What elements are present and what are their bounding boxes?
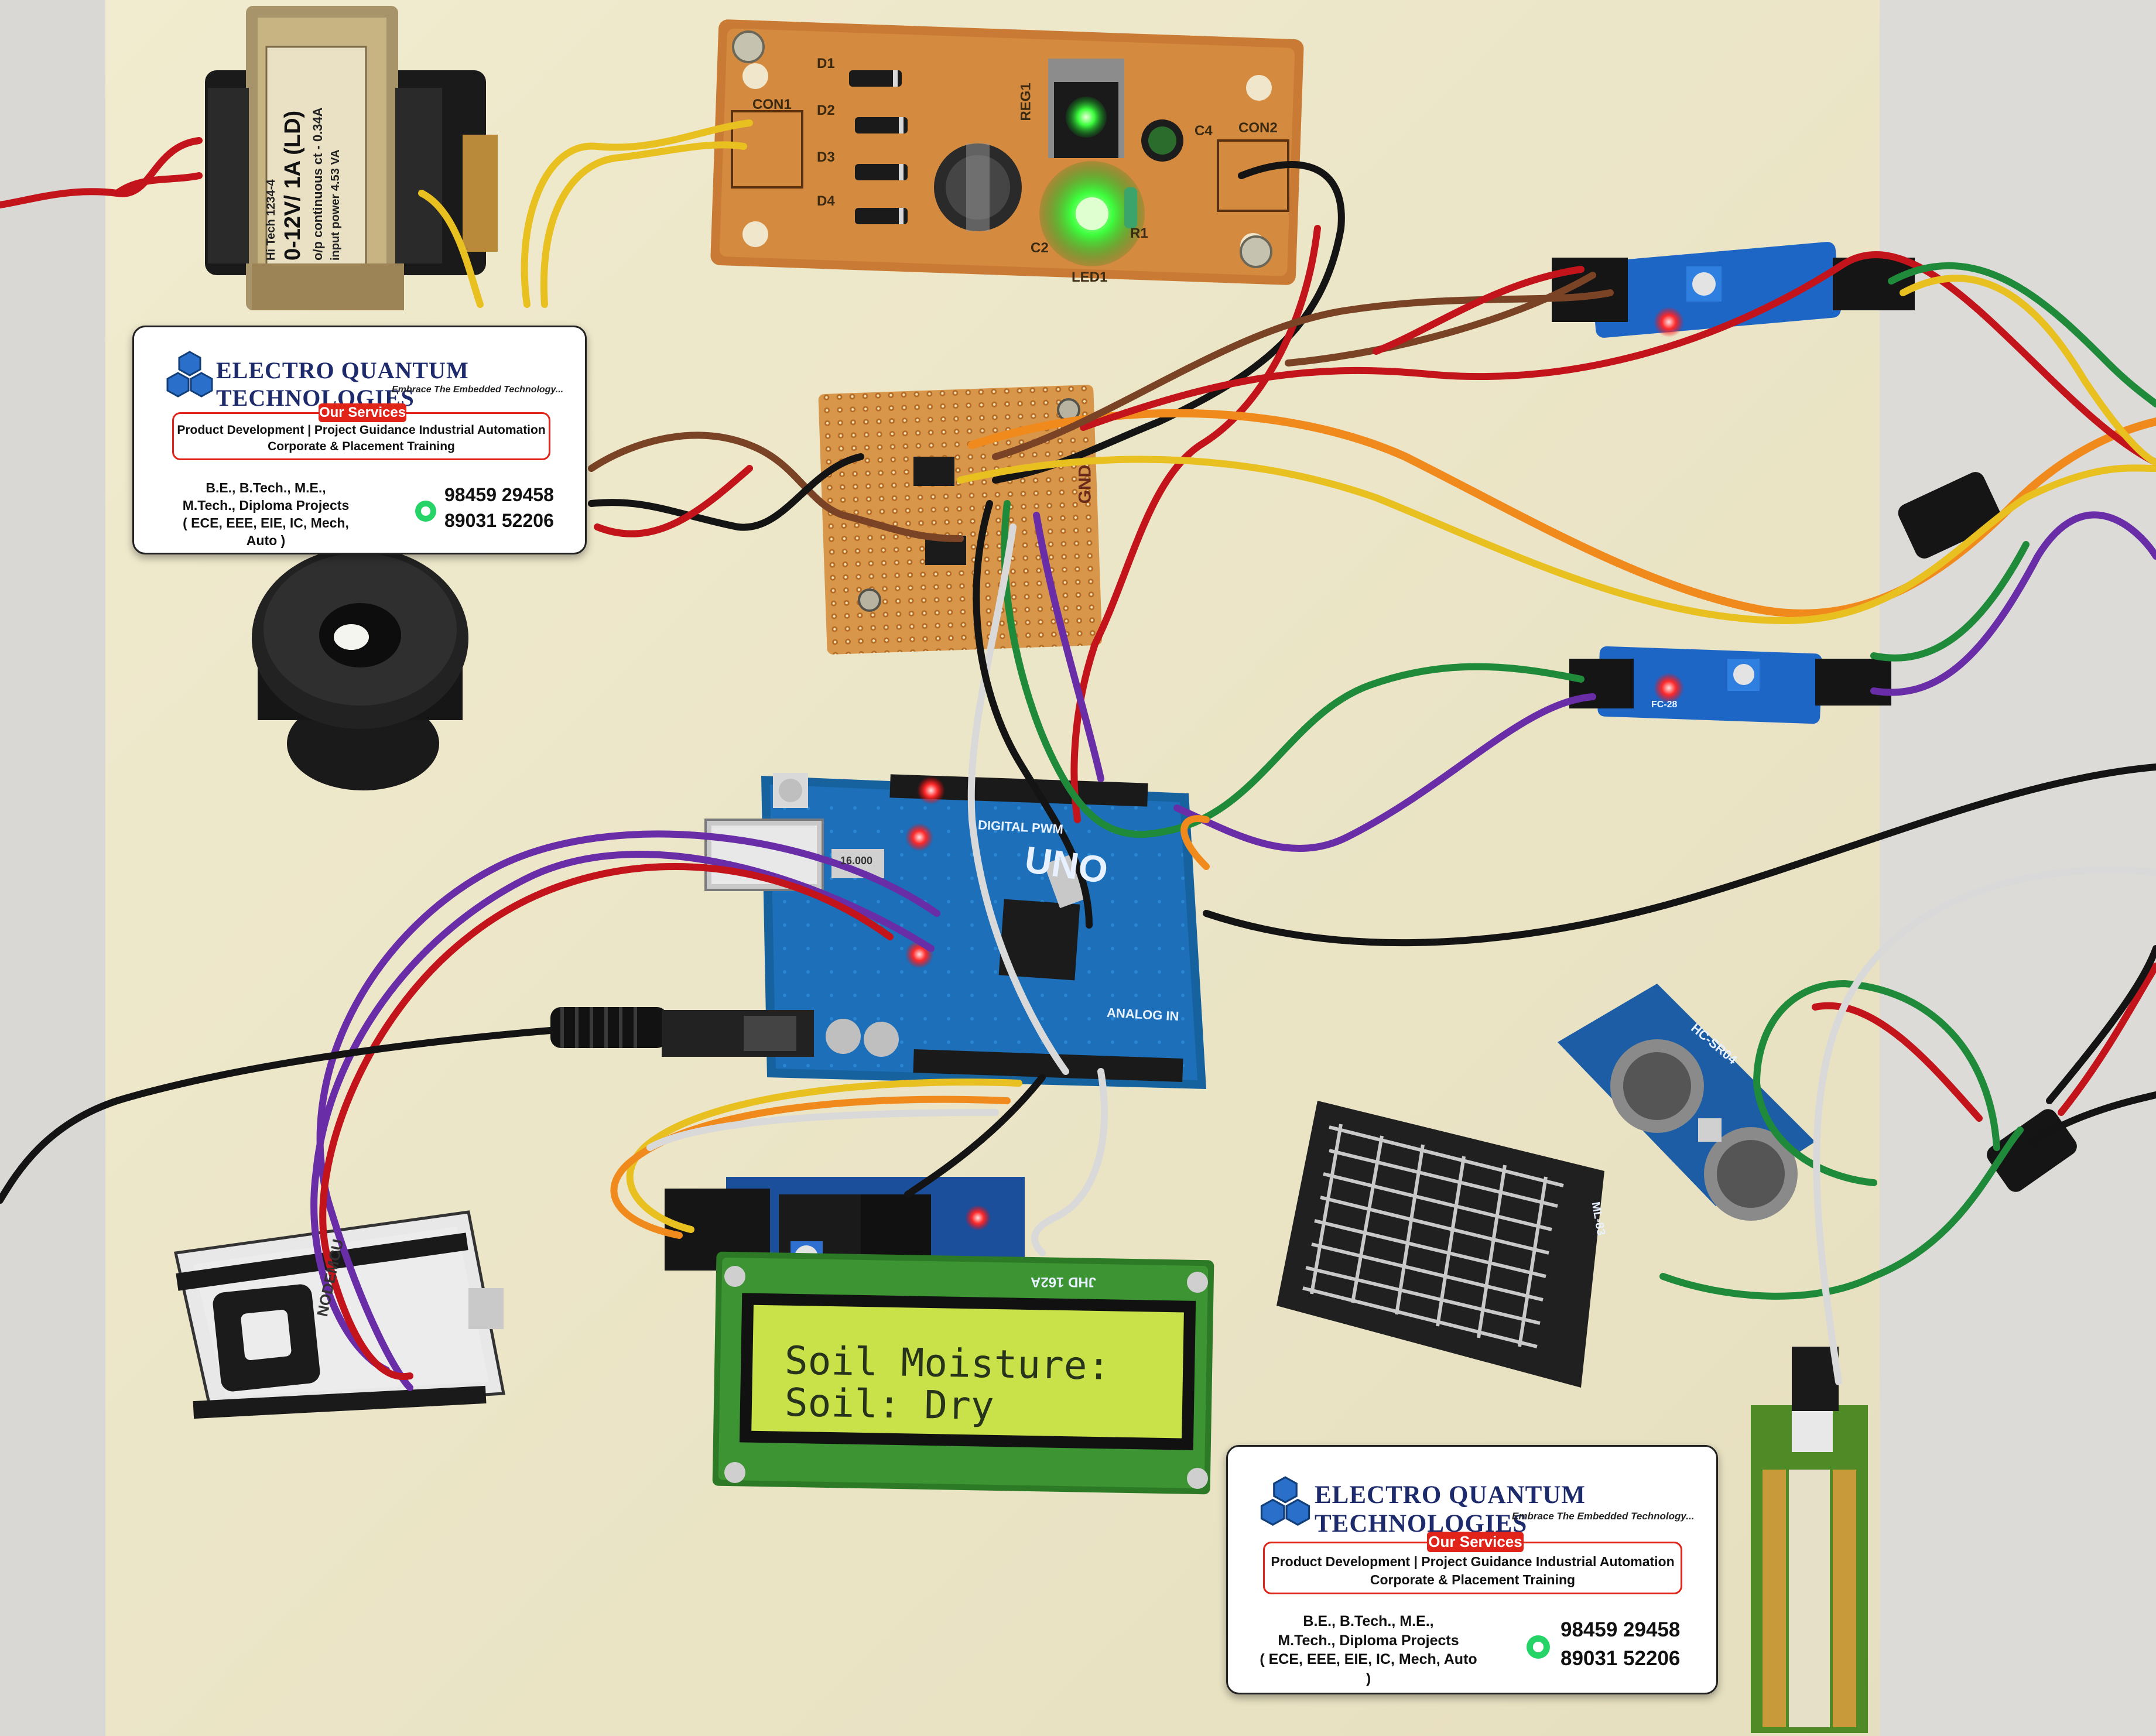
company-tagline: Embrace The Embedded Technology... xyxy=(392,385,564,395)
company-name: ELECTRO QUANTUM TECHNOLOGIES xyxy=(1315,1481,1586,1538)
lcd-line-2: Soil: Dry xyxy=(784,1379,995,1429)
silk-c2: C2 xyxy=(1031,240,1049,256)
services-line-1: Product Development | Project Guidance I… xyxy=(177,423,546,437)
rain-sensor-plate xyxy=(1277,1101,1604,1388)
transformer-brand: Hi Tech 1234-4 xyxy=(265,179,278,261)
nodemcu-board xyxy=(173,1210,505,1419)
services-heading: Our Services xyxy=(319,403,406,422)
degrees-line-3: ( ECE, EEE, EIE, IC, Mech, Auto ) xyxy=(183,515,349,548)
silk-d2: D2 xyxy=(817,102,835,118)
ultrasonic-sensor xyxy=(1558,984,1815,1221)
transformer-rating: 0-12V/ 1A (LD) xyxy=(280,110,305,261)
services-line-2: Corporate & Placement Training xyxy=(1370,1572,1576,1588)
services-heading: Our Services xyxy=(1427,1532,1524,1552)
ad-card-bottom: ELECTRO QUANTUM TECHNOLOGIES Embrace The… xyxy=(1226,1445,1718,1694)
transformer-output: o/p continuous ct - 0.34A xyxy=(310,107,325,261)
silk-con2: CON2 xyxy=(1238,120,1278,136)
silk-d3: D3 xyxy=(817,149,835,165)
transformer-label: Hi Tech 1234-4 0-12V/ 1A (LD) o/p contin… xyxy=(265,38,364,261)
services-line-1: Product Development | Project Guidance I… xyxy=(1271,1554,1675,1569)
company-logo-icon xyxy=(166,351,213,398)
degrees-info: B.E., B.Tech., M.E., M.Tech., Diploma Pr… xyxy=(1257,1612,1480,1688)
degrees-line-3: ( ECE, EEE, EIE, IC, Mech, Auto ) xyxy=(1260,1651,1477,1687)
silk-c4: C4 xyxy=(1195,123,1213,139)
lcd-model-label: JHD 162A xyxy=(1031,1274,1097,1290)
module-label: FC-28 xyxy=(1651,700,1678,710)
ad-card-top: ELECTRO QUANTUM TECHNOLOGIES Embrace The… xyxy=(132,326,587,554)
dc-power-jack xyxy=(550,1007,814,1057)
arduino-crystal-label: 16.000 xyxy=(840,855,873,867)
step-down-transformer xyxy=(205,6,498,310)
soil-moisture-probe xyxy=(1751,1347,1868,1733)
sensor-comparator-module-top xyxy=(1552,242,1915,338)
phone-number-2: 89031 52206 xyxy=(444,510,554,531)
lcd-module xyxy=(712,1251,1214,1495)
degrees-info: B.E., B.Tech., M.E., M.Tech., Diploma Pr… xyxy=(166,480,365,550)
sensor-comparator-module-middle xyxy=(1569,646,1891,724)
phone-number-2: 89031 52206 xyxy=(1560,1647,1681,1670)
phone-number-1: 98459 29458 xyxy=(1560,1618,1681,1641)
phone-number-1: 98459 29458 xyxy=(444,484,554,505)
degrees-line-1: B.E., B.Tech., M.E., xyxy=(1303,1613,1434,1629)
silk-led1: LED1 xyxy=(1072,269,1108,285)
services-line-2: Corporate & Placement Training xyxy=(268,440,455,454)
transformer-input: input power 4.53 VA xyxy=(329,149,342,261)
degrees-line-1: B.E., B.Tech., M.E., xyxy=(206,480,326,495)
silk-reg1: REG1 xyxy=(1018,83,1034,121)
buzzer xyxy=(252,547,468,790)
perf-gnd-label: GND xyxy=(1075,464,1095,504)
company-logo-icon xyxy=(1260,1476,1310,1526)
services-box: Product Development | Project Guidance I… xyxy=(1263,1542,1682,1594)
silk-d1: D1 xyxy=(817,56,835,71)
whatsapp-icon xyxy=(415,501,436,522)
power-supply-board xyxy=(710,19,1304,285)
silk-r1: R1 xyxy=(1130,225,1148,241)
jumper-wires xyxy=(0,119,2156,1391)
degrees-line-2: M.Tech., Diploma Projects xyxy=(182,497,350,513)
degrees-line-2: M.Tech., Diploma Projects xyxy=(1278,1632,1459,1649)
silk-d4: D4 xyxy=(817,193,835,209)
whatsapp-icon xyxy=(1527,1635,1550,1659)
company-tagline: Embrace The Embedded Technology... xyxy=(1512,1511,1695,1522)
silk-con1: CON1 xyxy=(752,97,792,112)
